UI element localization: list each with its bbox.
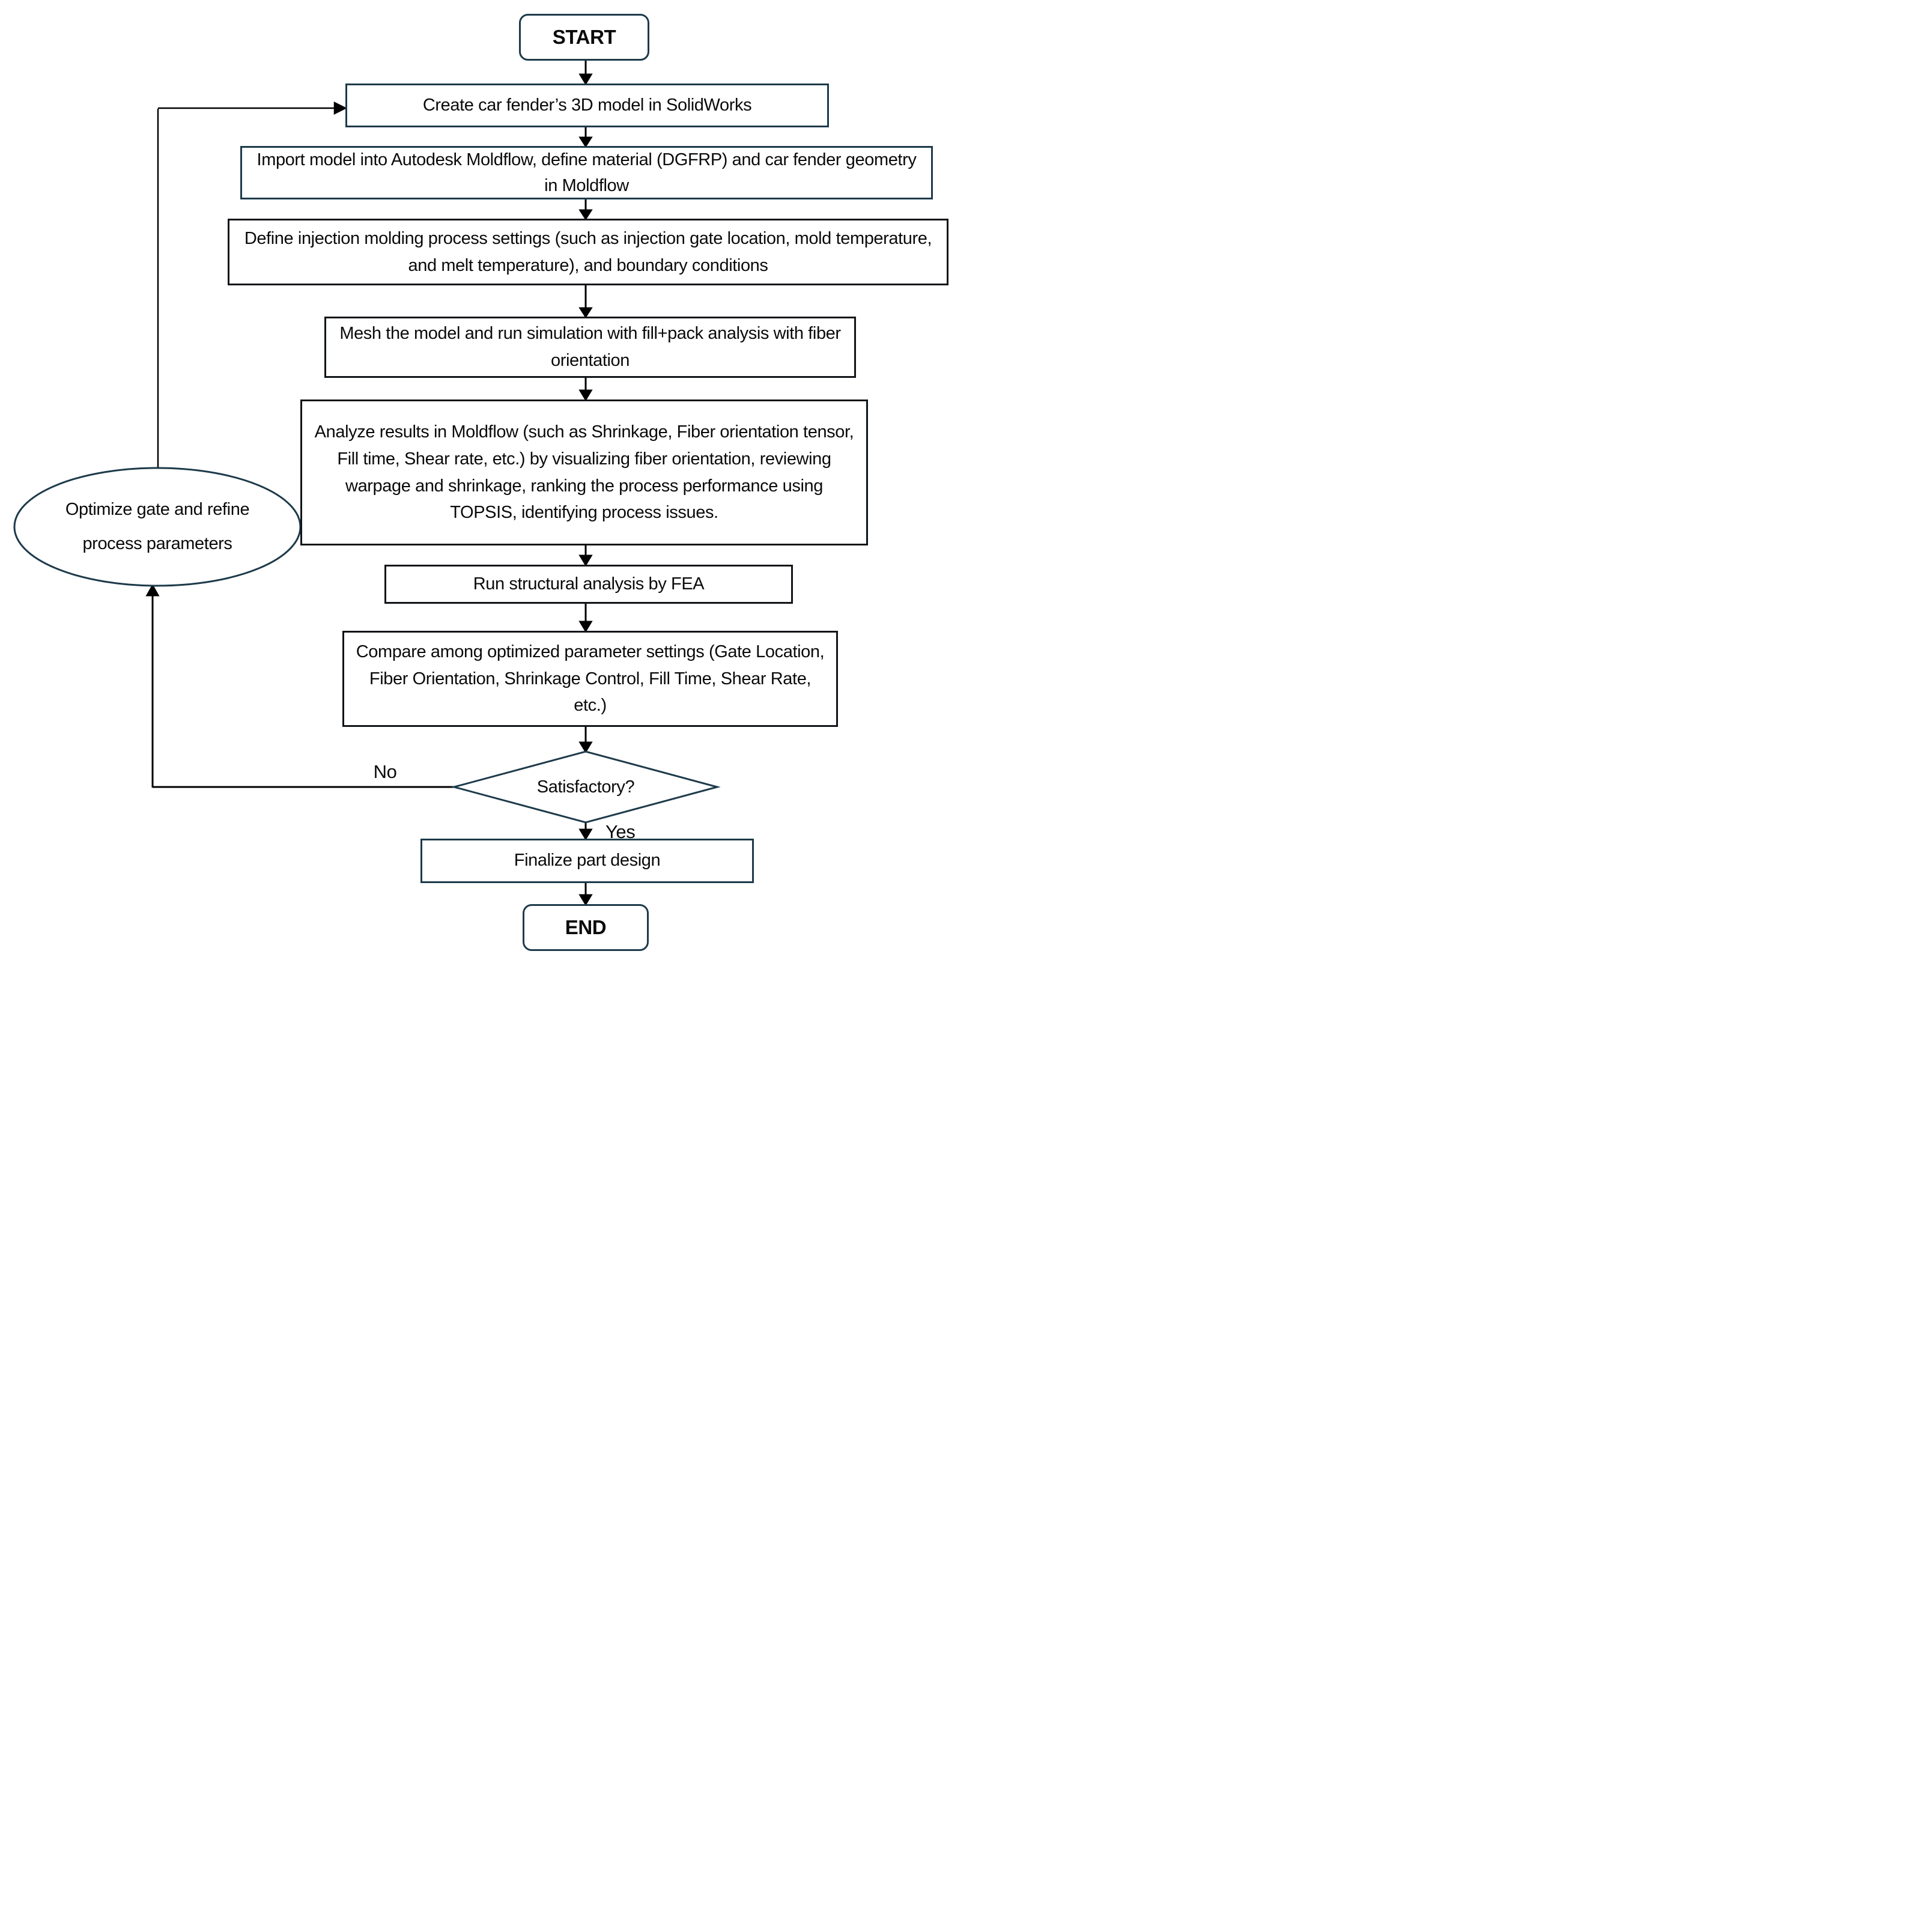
node-start: START <box>519 14 649 61</box>
node-satisfactory-label: Satisfactory? <box>484 772 688 802</box>
arrowhead-icon <box>578 209 593 220</box>
arrowhead-icon <box>578 307 593 318</box>
node-define-settings: Define injection molding process setting… <box>228 219 948 285</box>
arrowhead-icon <box>578 828 593 840</box>
node-start-label: START <box>552 26 616 49</box>
node-end: END <box>523 904 649 951</box>
yes-text: Yes <box>605 821 636 842</box>
arrowhead-icon <box>578 389 593 401</box>
arrowhead-icon <box>578 136 593 148</box>
arrowhead-icon <box>578 894 593 906</box>
node-import-model-label: Import model into Autodesk Moldflow, def… <box>256 150 917 195</box>
arrowhead-icon <box>578 73 593 85</box>
arrowhead-icon <box>578 621 593 633</box>
node-optimize-label: Optimize gate and refine process paramet… <box>37 479 278 575</box>
node-satisfactory-shape <box>451 750 721 824</box>
arrowhead-icon <box>578 741 593 753</box>
node-run-fea: Run structural analysis by FEA <box>384 565 793 604</box>
arrowhead-icon <box>333 101 347 115</box>
node-run-fea-label: Run structural analysis by FEA <box>473 574 705 594</box>
node-finalize-label: Finalize part design <box>514 851 661 870</box>
flowchart-canvas: START Create car fender’s 3D model in So… <box>0 0 962 966</box>
node-finalize: Finalize part design <box>420 839 754 883</box>
no-branch-path <box>145 583 454 788</box>
node-compare: Compare among optimized parameter settin… <box>342 631 838 727</box>
node-mesh-model-label: Mesh the model and run simulation with f… <box>339 324 841 370</box>
node-analyze-results: Analyze results in Moldflow (such as Shr… <box>300 399 868 545</box>
no-text: No <box>373 761 397 782</box>
optimize-text: Optimize gate and refine process paramet… <box>65 500 250 553</box>
feedback-path <box>157 101 347 469</box>
edge-label-yes: Yes <box>605 821 666 843</box>
node-define-settings-label: Define injection molding process setting… <box>244 228 932 275</box>
node-create-model: Create car fender’s 3D model in SolidWor… <box>345 84 829 127</box>
node-mesh-model: Mesh the model and run simulation with f… <box>324 317 856 378</box>
satisfactory-text: Satisfactory? <box>536 777 635 797</box>
node-import-model: Import model into Autodesk Moldflow, def… <box>240 146 933 199</box>
node-compare-label: Compare among optimized parameter settin… <box>356 642 825 715</box>
edge-label-no: No <box>361 761 409 783</box>
node-create-model-label: Create car fender’s 3D model in SolidWor… <box>422 95 752 115</box>
node-analyze-results-label: Analyze results in Moldflow (such as Shr… <box>314 422 854 523</box>
arrowhead-icon <box>578 554 593 567</box>
node-end-label: END <box>565 916 607 939</box>
flow-arrows <box>578 61 593 906</box>
arrowhead-icon <box>145 583 160 597</box>
connector-layer <box>13 61 721 906</box>
